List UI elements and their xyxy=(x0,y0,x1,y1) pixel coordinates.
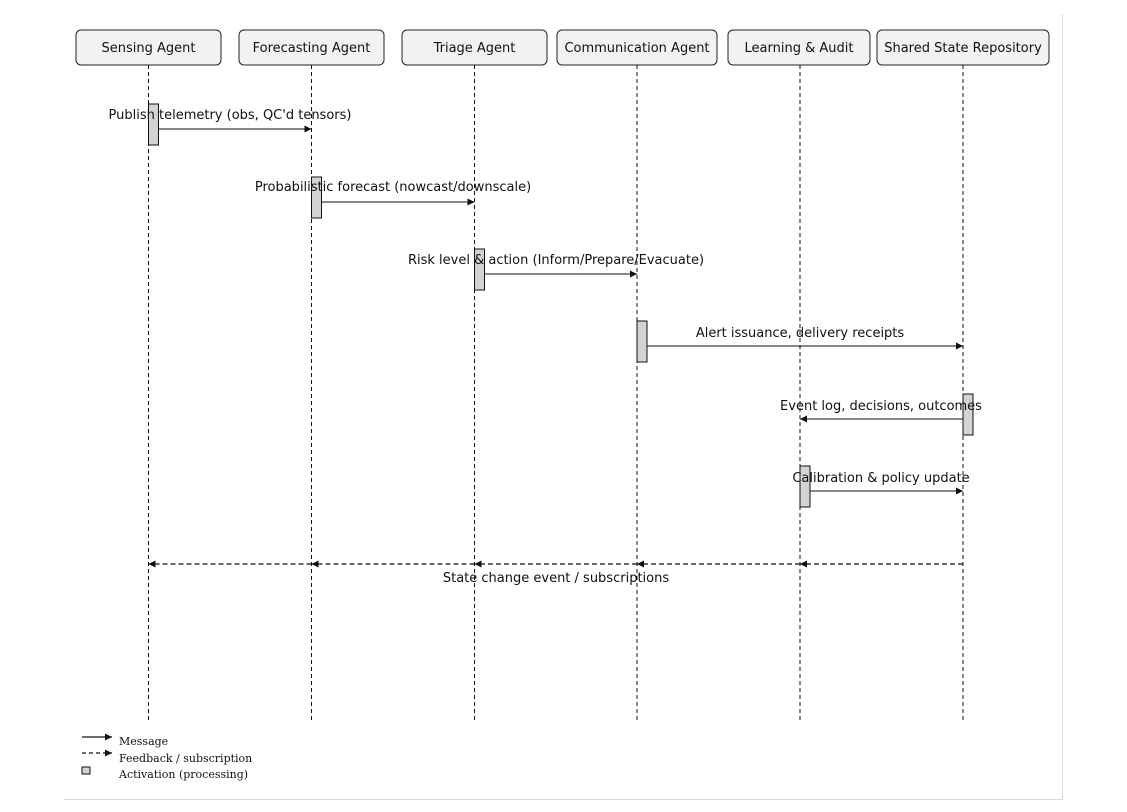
message-publish-telemetry: Publish telemetry (obs, QC'd tensors) xyxy=(109,103,352,146)
message-event-log: Event log, decisions, outcomes xyxy=(780,393,982,436)
activation-sensing xyxy=(148,103,159,146)
actor-repository-label: Shared State Repository xyxy=(884,41,1042,56)
feedback-state-change: State change event / subscriptions xyxy=(148,560,963,586)
legend-activation-label: Activation (processing) xyxy=(118,768,248,781)
actor-sensing: Sensing Agent xyxy=(75,29,222,66)
diagram-frame xyxy=(64,14,1063,800)
activation-communication xyxy=(636,320,648,363)
actor-forecasting: Forecasting Agent xyxy=(238,29,385,66)
message-label: Alert issuance, delivery receipts xyxy=(696,326,905,341)
message-label: Publish telemetry (obs, QC'd tensors) xyxy=(109,108,352,123)
message-label: Probabilistic forecast (nowcast/downscal… xyxy=(255,180,531,195)
actor-triage-label: Triage Agent xyxy=(433,41,516,56)
actor-triage: Triage Agent xyxy=(401,29,548,66)
legend-message-label: Message xyxy=(119,735,168,748)
activation-repository xyxy=(962,393,974,436)
message-risk-level: Risk level & action (Inform/Prepare/Evac… xyxy=(408,248,704,291)
actor-communication: Communication Agent xyxy=(556,29,718,66)
actor-repository: Shared State Repository xyxy=(876,29,1050,66)
activation-learning xyxy=(799,465,811,508)
actor-learning-label: Learning & Audit xyxy=(745,41,854,56)
feedback-label: State change event / subscriptions xyxy=(443,571,669,586)
legend-activation-swatch xyxy=(81,766,91,775)
message-label: Risk level & action (Inform/Prepare/Evac… xyxy=(408,253,704,268)
activation-triage xyxy=(474,248,485,291)
activation-forecasting xyxy=(311,176,322,219)
message-label: Event log, decisions, outcomes xyxy=(780,399,982,414)
actor-learning: Learning & Audit xyxy=(727,29,871,66)
actor-sensing-label: Sensing Agent xyxy=(102,41,196,56)
actor-forecasting-label: Forecasting Agent xyxy=(253,41,371,56)
actor-communication-label: Communication Agent xyxy=(564,41,709,56)
message-calibration: Calibration & policy update xyxy=(792,465,970,508)
legend: Message Feedback / subscription Activati… xyxy=(81,733,252,781)
message-label: Calibration & policy update xyxy=(792,471,969,486)
message-alert-issuance: Alert issuance, delivery receipts xyxy=(636,320,963,363)
legend-feedback-label: Feedback / subscription xyxy=(119,752,252,765)
message-probabilistic-forecast: Probabilistic forecast (nowcast/downscal… xyxy=(255,176,531,219)
